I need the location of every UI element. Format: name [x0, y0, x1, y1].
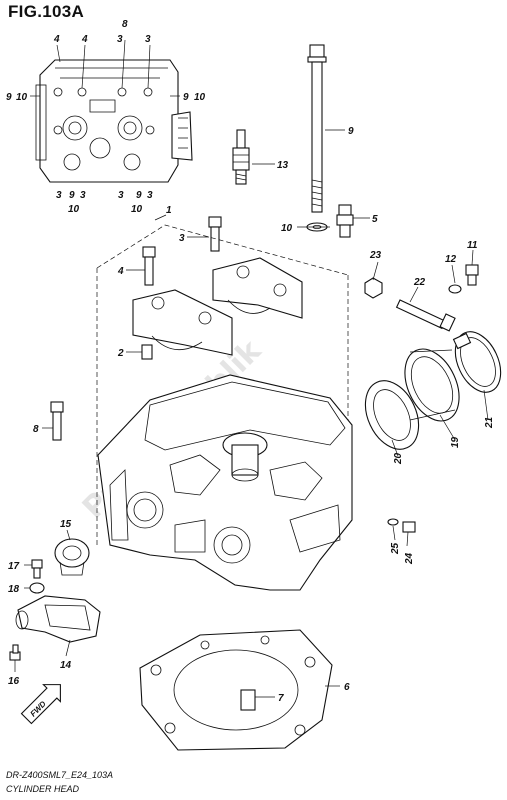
callout-14: 14	[60, 660, 72, 671]
callout-12: 12	[445, 254, 457, 265]
callout-3: 3	[147, 190, 153, 201]
callout-18: 18	[8, 584, 20, 595]
callout-10: 10	[281, 223, 293, 234]
callout-10: 10	[131, 204, 143, 215]
figure-title: FIG.103A	[8, 2, 85, 21]
callout-10: 10	[68, 204, 80, 215]
callout-15: 15	[60, 519, 72, 530]
callout-9: 9	[69, 190, 75, 201]
callout-9: 9	[6, 92, 12, 103]
figure-name: CYLINDER HEAD	[6, 784, 80, 794]
callout-19: 19	[450, 436, 461, 448]
intake-pipe	[364, 331, 502, 450]
callout-8: 8	[122, 19, 128, 30]
bolt-8	[50, 401, 64, 441]
thermostat	[54, 538, 90, 576]
head-gasket	[139, 629, 333, 751]
callout-3: 3	[118, 190, 124, 201]
thermostat-case	[15, 595, 101, 643]
callout-3: 3	[80, 190, 86, 201]
callout-23: 23	[369, 250, 382, 261]
figure-code: DR-Z400SML7_E24_103A	[6, 770, 114, 780]
leader-lines	[14, 39, 489, 698]
callout-11: 11	[467, 240, 478, 251]
fitting	[336, 204, 354, 238]
callout-3: 3	[145, 34, 151, 45]
callout-24: 24	[404, 552, 415, 565]
washer-25	[387, 518, 399, 526]
callout-4: 4	[53, 34, 60, 45]
callout-4: 4	[117, 266, 124, 277]
callout-4: 4	[81, 34, 88, 45]
callout-9: 9	[136, 190, 142, 201]
callout-20: 20	[393, 452, 404, 465]
callout-25: 25	[390, 542, 401, 555]
callout-10: 10	[16, 92, 28, 103]
callout-10: 10	[194, 92, 206, 103]
bolt-4	[142, 246, 156, 286]
callout-1: 1	[166, 205, 172, 216]
gasket-dowel	[240, 689, 256, 711]
spark-plug	[232, 129, 250, 185]
callout-3: 3	[56, 190, 62, 201]
callout-3: 3	[117, 34, 123, 45]
callout-5: 5	[372, 214, 378, 225]
o-ring	[29, 582, 45, 594]
callout-17: 17	[8, 561, 20, 572]
callout-7: 7	[278, 693, 284, 704]
callout-labels: 4 4 8 3 3 9 10 9 10 3 9 3 10 3 9 3 10 9 …	[6, 19, 495, 704]
callout-2: 2	[117, 348, 124, 359]
fwd-direction-marker: FWD	[20, 684, 61, 725]
cylinder-head	[97, 374, 353, 591]
camshaft-holder-left	[132, 289, 233, 356]
callout-21: 21	[484, 416, 495, 429]
callout-9: 9	[183, 92, 189, 103]
callout-3: 3	[179, 233, 185, 244]
bolt-16	[9, 644, 21, 661]
plug-24	[402, 521, 416, 533]
stud-bolt	[307, 44, 327, 213]
camshaft-holder-right	[212, 257, 303, 319]
cylinder-head-top-view	[35, 59, 193, 183]
dowel-pin	[141, 344, 153, 360]
bolt-17	[31, 559, 43, 579]
callout-9: 9	[348, 126, 354, 137]
bolt-22	[395, 299, 456, 332]
callout-16: 16	[8, 676, 20, 687]
callout-6: 6	[344, 682, 350, 693]
nut-23	[364, 277, 383, 299]
callout-13: 13	[277, 160, 289, 171]
bolt-11	[465, 264, 479, 286]
bolt-3	[208, 216, 222, 252]
callout-22: 22	[413, 277, 426, 288]
callout-8: 8	[33, 424, 39, 435]
washer-12	[448, 284, 462, 294]
